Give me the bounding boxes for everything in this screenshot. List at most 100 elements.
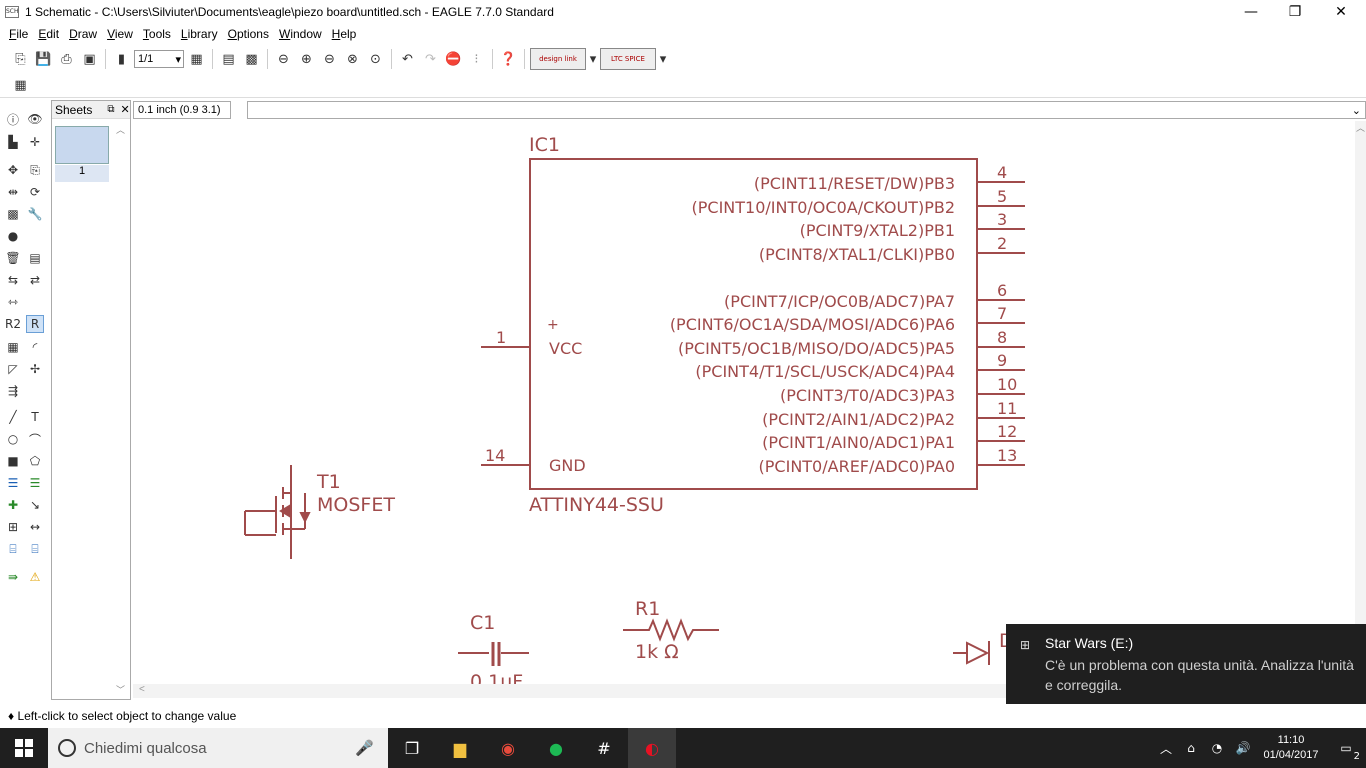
invoke-icon[interactable]: ✢ xyxy=(29,362,41,376)
menu-window[interactable]: Window xyxy=(278,27,322,41)
menu-options[interactable]: Options xyxy=(227,27,269,41)
network-icon[interactable]: ⌂ xyxy=(1187,741,1195,755)
microphone-icon[interactable]: 🎤 xyxy=(355,739,374,757)
polygon-icon[interactable]: ⬠ xyxy=(29,454,41,468)
zoom-redraw-icon[interactable]: ⊗ xyxy=(347,51,358,67)
slack-icon[interactable]: # xyxy=(597,738,611,758)
chevron-down-icon[interactable]: ▾ xyxy=(589,51,597,67)
transistor-value[interactable]: MOSFET xyxy=(317,494,395,516)
arc-icon[interactable]: ⌒ xyxy=(28,432,41,447)
windows-start-icon[interactable] xyxy=(0,728,48,768)
zoom-area-icon[interactable]: ⊙ xyxy=(370,51,381,67)
menu-view[interactable]: View xyxy=(107,27,133,41)
change-icon[interactable]: 🔧 xyxy=(27,207,43,221)
delete-icon[interactable]: 🗑 xyxy=(5,251,21,265)
pinswap-icon[interactable]: ⇆ xyxy=(7,273,19,287)
script-icon[interactable]: ▤ xyxy=(222,51,235,67)
group-icon[interactable]: ▩ xyxy=(7,207,19,221)
erc-icon[interactable]: ⇛ xyxy=(7,570,19,584)
chevron-down-icon[interactable]: ▾ xyxy=(659,51,667,67)
help-icon[interactable]: ❓ xyxy=(500,51,517,67)
eagle-app-icon[interactable]: SCH xyxy=(5,6,19,18)
add-icon[interactable]: ▤ xyxy=(29,251,41,265)
value-icon[interactable]: R xyxy=(26,315,44,333)
maximize-icon[interactable]: ❐ xyxy=(1288,4,1302,20)
replace-icon[interactable]: ⇄ xyxy=(29,273,41,287)
designlink-button[interactable]: design link xyxy=(530,48,586,70)
menu-file[interactable]: File xyxy=(9,27,29,41)
float-icon[interactable]: ⧉ xyxy=(107,104,115,115)
net-icon[interactable]: ☰ xyxy=(29,476,41,490)
schematic-drawing[interactable]: IC1 ATTINY44-SSU + 1 VCC 14 GND 4(PCINT1… xyxy=(133,121,1355,684)
chevron-down-icon[interactable]: ⌄ xyxy=(1351,104,1361,117)
modules-icon[interactable]: ⌸ xyxy=(31,541,39,556)
save-icon[interactable]: 💾 xyxy=(35,51,52,67)
action-center-icon[interactable]: ▭2 xyxy=(1340,741,1360,762)
use-library-icon[interactable]: ▦ xyxy=(190,51,203,67)
menu-library[interactable]: Library xyxy=(180,27,218,41)
optimize-icon[interactable]: ⇶ xyxy=(7,384,19,398)
move-icon[interactable]: ✥ xyxy=(7,163,19,177)
volume-icon[interactable]: 🔊 xyxy=(1235,741,1251,755)
minimize-icon[interactable]: — xyxy=(1244,4,1258,20)
cam-icon[interactable]: ▣ xyxy=(83,51,96,67)
zoom-fit-icon[interactable]: ⊖ xyxy=(278,51,289,67)
frame-icon[interactable]: ⌸ xyxy=(9,541,17,556)
label-icon[interactable]: ↘ xyxy=(29,498,41,512)
menu-tools[interactable]: Tools xyxy=(142,27,171,41)
mosfet-symbol[interactable] xyxy=(244,465,306,559)
display-icon[interactable]: ▙ xyxy=(8,135,18,149)
bus-icon[interactable]: ☰ xyxy=(7,476,19,490)
print-icon[interactable]: ⎙ xyxy=(61,51,72,67)
transistor-name[interactable]: T1 xyxy=(316,471,341,493)
command-input[interactable]: ⌄ xyxy=(247,101,1366,119)
info-icon[interactable]: ⓘ xyxy=(6,112,19,127)
spotify-icon[interactable]: ● xyxy=(549,738,563,758)
sheet-icon[interactable]: ▮ xyxy=(117,51,126,67)
zoom-out-icon[interactable]: ⊖ xyxy=(324,51,335,67)
errors-icon[interactable]: ⚠ xyxy=(29,570,41,584)
scroll-up-icon[interactable]: ︿ xyxy=(116,125,126,135)
wire-icon[interactable]: ╱ xyxy=(9,410,17,424)
notification-toast[interactable]: ⊞ Star Wars (E:) C'è un problema con que… xyxy=(1006,624,1366,704)
zoom-in-icon[interactable]: ⊕ xyxy=(301,51,312,67)
scroll-down-icon[interactable]: ﹀ xyxy=(116,685,126,695)
resistor-value[interactable]: 1k Ω xyxy=(635,641,679,663)
ic-name[interactable]: IC1 xyxy=(529,134,560,156)
mark-icon[interactable]: ✛ xyxy=(29,135,41,149)
task-view-icon[interactable]: ❐ xyxy=(404,738,420,758)
name-icon[interactable]: R2 xyxy=(5,317,21,331)
go-icon[interactable]: ⁝ xyxy=(474,51,479,67)
split-icon[interactable]: ◸ xyxy=(8,362,18,376)
ic-value[interactable]: ATTINY44-SSU xyxy=(529,494,664,516)
close-icon[interactable]: ✕ xyxy=(120,104,130,116)
capacitor-symbol[interactable] xyxy=(458,642,529,666)
show-icon[interactable]: 👁 xyxy=(27,112,43,126)
close-icon[interactable]: ✕ xyxy=(1335,4,1347,20)
chevron-up-icon[interactable]: ︿ xyxy=(1159,741,1172,756)
ltspice-button[interactable]: LTC SPICE xyxy=(600,48,656,70)
redo-icon[interactable]: ↷ xyxy=(425,51,436,67)
resistor-symbol[interactable] xyxy=(623,618,719,642)
chrome-icon[interactable]: ◉ xyxy=(501,738,515,758)
gateswap-icon[interactable]: ⇿ xyxy=(7,295,19,309)
scroll-up-icon[interactable]: ︿ xyxy=(1355,123,1365,133)
miter-icon[interactable]: ◜ xyxy=(32,340,38,354)
board-icon[interactable]: ▩ xyxy=(245,51,258,67)
junction-icon[interactable]: ✚ xyxy=(7,498,19,512)
grid-icon[interactable]: ▦ xyxy=(14,78,27,93)
sheet-select[interactable]: 1/1▾ xyxy=(134,50,184,68)
capacitor-value[interactable]: 0.1uF xyxy=(470,671,523,684)
stop-icon[interactable]: ⛔ xyxy=(445,51,462,67)
open-icon[interactable]: ⎘ xyxy=(15,51,26,67)
paste-icon[interactable]: ● xyxy=(7,229,19,243)
rect-icon[interactable]: ■ xyxy=(7,454,19,468)
circle-icon[interactable]: ○ xyxy=(7,432,19,446)
menu-help[interactable]: Help xyxy=(331,27,357,41)
undo-icon[interactable]: ↶ xyxy=(402,51,413,67)
search-box[interactable]: Chiedimi qualcosa 🎤 xyxy=(48,728,388,768)
menu-draw[interactable]: Draw xyxy=(69,27,98,41)
resistor-name[interactable]: R1 xyxy=(635,598,660,620)
wifi-icon[interactable]: ◔ xyxy=(1211,741,1223,755)
